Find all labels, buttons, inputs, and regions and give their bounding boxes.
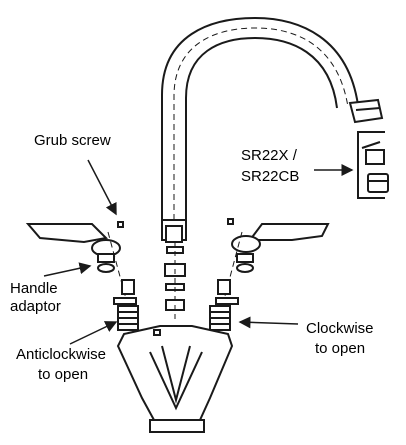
spout xyxy=(161,16,384,243)
sr22x-label: SR22X / xyxy=(241,147,297,164)
anticlockwise-label-line2: to open xyxy=(38,366,89,383)
clockwise-arrow xyxy=(238,316,299,329)
grub-screw-arrow xyxy=(87,159,117,216)
right-handle-assembly xyxy=(199,218,330,391)
anticlockwise-arrow xyxy=(69,321,118,345)
handle-adaptor-label-line2: adaptor xyxy=(10,298,61,315)
sr22cb-label: SR22CB xyxy=(241,168,300,185)
handle-adaptor-label-line1: Handle xyxy=(10,280,58,297)
clockwise-label-line2: to open xyxy=(315,340,366,357)
anticlockwise-label-line1: Anticlockwise xyxy=(16,346,107,363)
grub-screw-label: Grub screw xyxy=(34,132,111,149)
spare-parts-box xyxy=(357,131,389,199)
leader-arrows xyxy=(43,159,354,345)
centre-components xyxy=(164,242,186,320)
clockwise-label-line1: Clockwise xyxy=(306,320,374,337)
tap-body xyxy=(116,325,234,433)
handle-adaptor-arrow xyxy=(43,262,92,277)
